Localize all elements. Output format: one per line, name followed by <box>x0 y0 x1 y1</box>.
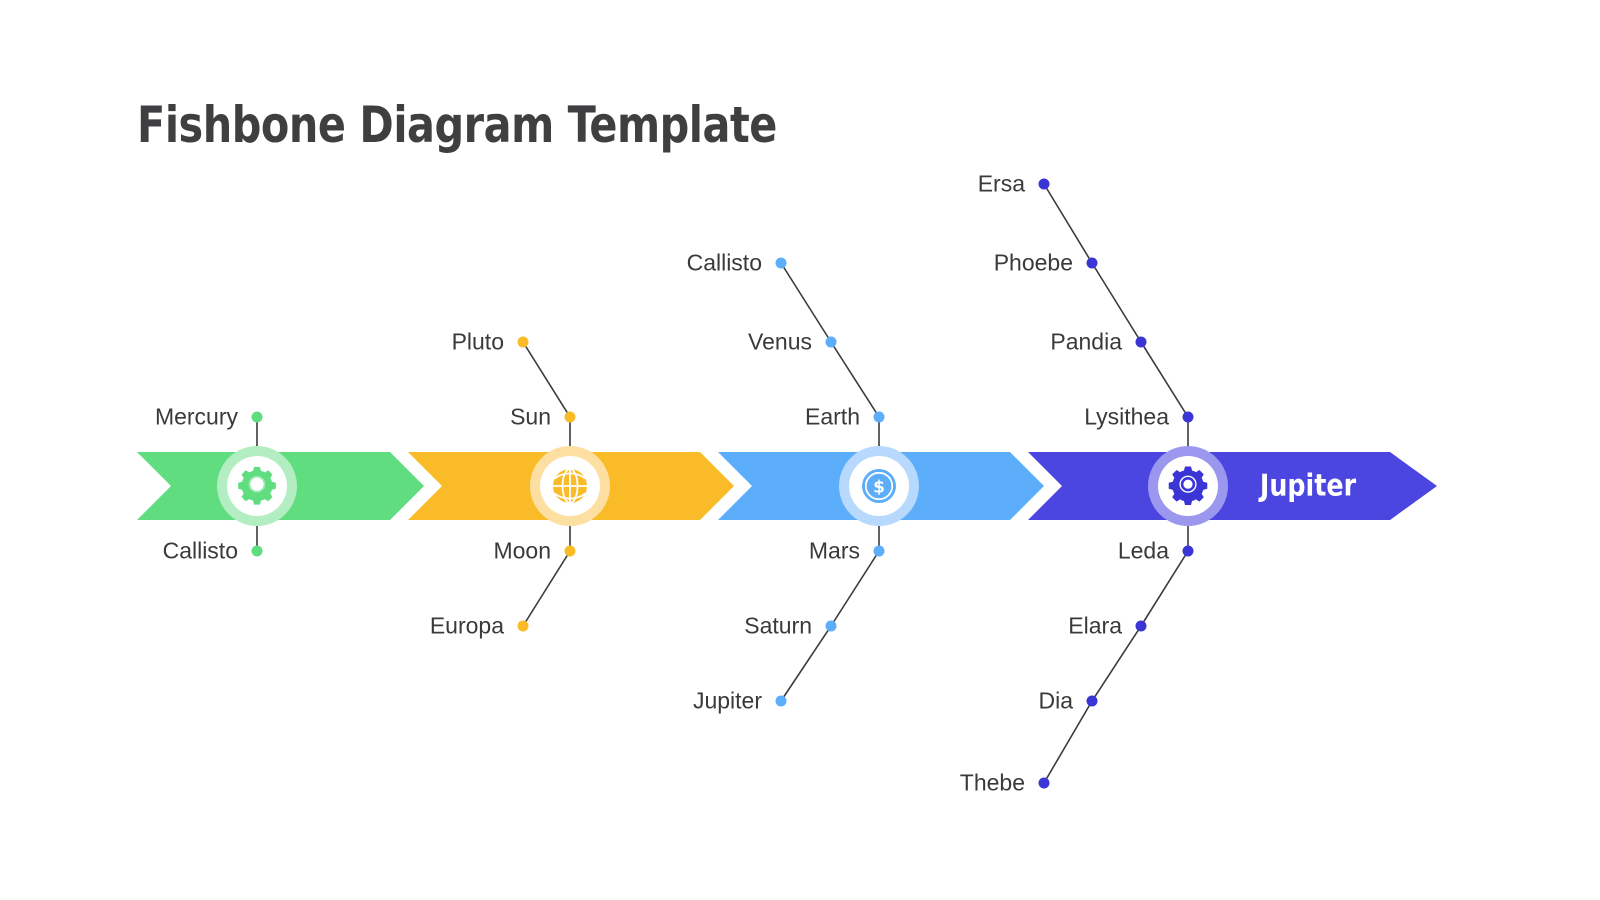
medallion-green[interactable] <box>217 446 297 526</box>
branch-label-pandia[interactable]: Pandia <box>1050 328 1122 355</box>
branch-dot-moon[interactable] <box>564 545 576 557</box>
branch-dot-phoebe[interactable] <box>1086 257 1098 269</box>
branch-label-mercury[interactable]: Mercury <box>154 403 238 430</box>
branch-dot-venus[interactable] <box>825 336 837 348</box>
branch-dot-mercury[interactable] <box>251 411 263 423</box>
branch-label-earth[interactable]: Earth <box>805 403 860 430</box>
branch-dot-thebe[interactable] <box>1038 777 1050 789</box>
branch-dot-saturn[interactable] <box>825 620 837 632</box>
medallion-orange[interactable] <box>530 446 610 526</box>
branch-label-ersa[interactable]: Ersa <box>977 170 1025 197</box>
globe-icon <box>553 468 587 504</box>
branch-label-sun[interactable]: Sun <box>510 403 551 430</box>
branch-label-callisto-blue[interactable]: Callisto <box>686 249 762 276</box>
spine-segment-indigo[interactable] <box>1028 452 1437 520</box>
spine-head-label: Jupiter <box>1259 468 1357 504</box>
svg-text:$: $ <box>873 477 885 497</box>
branch-label-saturn[interactable]: Saturn <box>744 612 812 639</box>
branch-dot-jupiter-branch[interactable] <box>775 695 787 707</box>
branch-dot-mars[interactable] <box>873 545 885 557</box>
branch-dot-elara[interactable] <box>1135 620 1147 632</box>
branch-label-phoebe[interactable]: Phoebe <box>993 249 1073 276</box>
cog-ring-icon <box>1168 466 1208 506</box>
medallion-blue[interactable]: $ <box>839 446 919 526</box>
branch-dot-lysithea[interactable] <box>1182 411 1194 423</box>
branch-label-jupiter-branch[interactable]: Jupiter <box>692 687 762 714</box>
branch-dot-pluto[interactable] <box>517 336 529 348</box>
gear-icon <box>238 466 276 505</box>
branch-dot-sun[interactable] <box>564 411 576 423</box>
branch-label-europa[interactable]: Europa <box>429 612 504 639</box>
branch-label-venus[interactable]: Venus <box>748 328 812 355</box>
branch-label-lysithea[interactable]: Lysithea <box>1084 403 1169 430</box>
medallion-indigo[interactable] <box>1148 446 1228 526</box>
branch-dot-leda[interactable] <box>1182 545 1194 557</box>
page-title: Fishbone Diagram Template <box>137 96 777 154</box>
branch-dot-callisto-green[interactable] <box>251 545 263 557</box>
branch-dot-ersa[interactable] <box>1038 178 1050 190</box>
coin-dollar-icon: $ <box>862 469 896 503</box>
branch-label-elara[interactable]: Elara <box>1068 612 1122 639</box>
branch-label-dia[interactable]: Dia <box>1038 687 1073 714</box>
branch-label-moon[interactable]: Moon <box>493 537 551 564</box>
branch-dot-earth[interactable] <box>873 411 885 423</box>
branch-dot-pandia[interactable] <box>1135 336 1147 348</box>
branch-dot-callisto-blue[interactable] <box>775 257 787 269</box>
branch-dot-dia[interactable] <box>1086 695 1098 707</box>
branch-dots <box>251 178 1194 789</box>
branch-dot-europa[interactable] <box>517 620 529 632</box>
branch-label-pluto[interactable]: Pluto <box>451 328 504 355</box>
branch-label-callisto-green[interactable]: Callisto <box>162 537 238 564</box>
branch-label-leda[interactable]: Leda <box>1117 537 1169 564</box>
branch-label-mars[interactable]: Mars <box>808 537 860 564</box>
branch-label-thebe[interactable]: Thebe <box>959 769 1025 796</box>
